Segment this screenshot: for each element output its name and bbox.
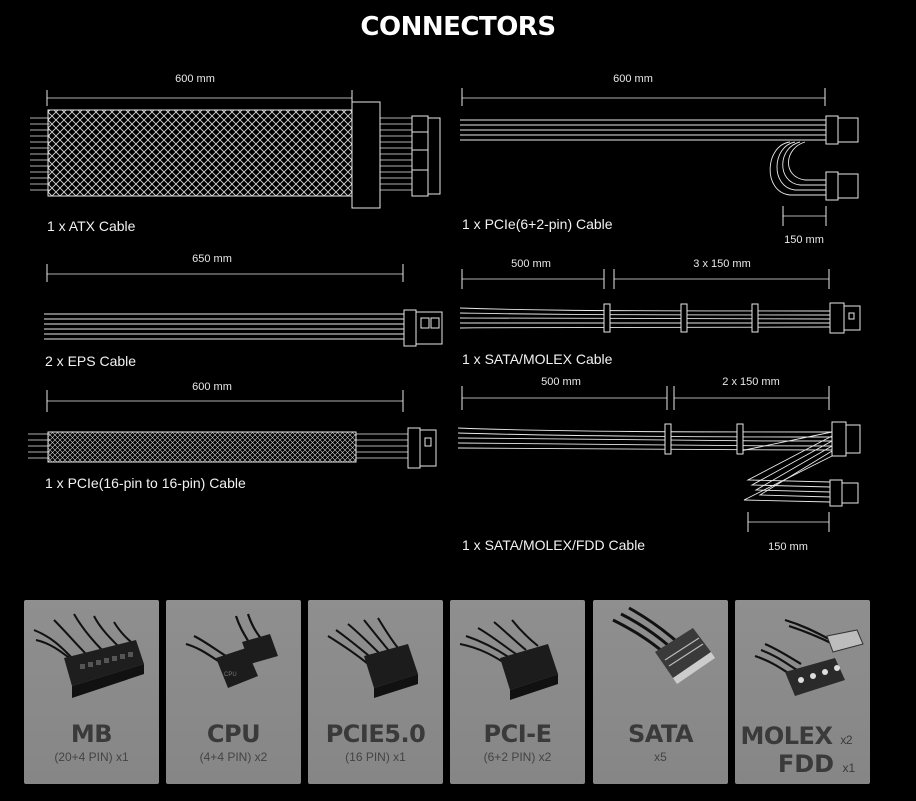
fdd-count: x1 <box>842 761 856 775</box>
sata-molex-fdd-extra-label: 2 x 150 mm <box>722 376 779 388</box>
cable-diagrams: 600 mm 650 mm 600 mm <box>28 73 861 553</box>
eps-cable-caption: 2 x EPS Cable <box>45 353 137 369</box>
connector-card-mb: MB (20+4 PIN) x1 <box>24 600 159 784</box>
pcie62-cable-caption: 1 x PCIe(6+2-pin) Cable <box>462 216 613 232</box>
fdd-label: FDD <box>777 750 835 778</box>
connector-detail: (6+2 PIN) x2 <box>483 750 552 764</box>
atx-length-label: 600 mm <box>175 73 215 85</box>
cpu-connector-icon: CPU <box>185 613 278 688</box>
svg-text:CPU: CPU <box>224 672 237 678</box>
connector-card-pcie5: PCIE5.0 (16 PIN) x1 <box>308 600 443 784</box>
connector-card-sata: SATA x5 <box>593 600 728 784</box>
connector-detail: (20+4 PIN) x1 <box>54 750 129 764</box>
connector-card-cpu: CPU CPU (4+4 PIN) x2 <box>166 600 301 784</box>
connector-card-pcie: PCI-E (6+2 PIN) x2 <box>450 600 585 784</box>
connector-name: PCIE5.0 <box>325 720 426 748</box>
connector-detail: (16 PIN) x1 <box>345 750 406 764</box>
atx-cable-caption: 1 x ATX Cable <box>47 218 136 234</box>
pcie62-cable-drawing <box>460 88 859 226</box>
molex-label: MOLEX <box>740 722 833 750</box>
molex-count: x2 <box>840 733 852 747</box>
pcie16-cable-drawing <box>28 390 437 469</box>
sata-molex-length-label: 500 mm <box>511 258 551 270</box>
pcie16-length-label: 600 mm <box>192 381 232 393</box>
connector-name: MOLEX x2 <box>735 722 870 750</box>
connector-detail: (4+4 PIN) x2 <box>199 750 268 764</box>
connector-name: SATA <box>627 720 694 748</box>
atx-cable-drawing <box>30 90 441 209</box>
sata-molex-cable-drawing <box>459 269 861 334</box>
sata-molex-fdd-length-label: 500 mm <box>541 376 581 388</box>
connector-detail: x5 <box>654 750 667 764</box>
sata-molex-fdd-cable-drawing <box>457 386 861 532</box>
connector-name: PCI-E <box>483 720 553 748</box>
sata-molex-extra-label: 3 x 150 mm <box>693 258 750 270</box>
pcie-connector-icon <box>459 619 558 700</box>
sata-connector-icon <box>612 606 715 684</box>
connector-name: MB <box>70 720 113 748</box>
page-title: CONNECTORS <box>360 12 556 42</box>
pcie62-length-label: 600 mm <box>613 73 653 85</box>
molex-connector-icon <box>754 618 864 696</box>
atx-connector-icon <box>33 613 144 698</box>
sata-molex-fdd-cable-caption: 1 x SATA/MOLEX/FDD Cable <box>462 537 646 553</box>
pcie62-extra-label: 150 mm <box>784 234 824 246</box>
sata-molex-fdd-extra2-label: 150 mm <box>768 541 808 553</box>
pcie5-connector-icon <box>327 617 418 698</box>
pcie16-cable-caption: 1 x PCIe(16-pin to 16-pin) Cable <box>45 475 246 491</box>
eps-length-label: 650 mm <box>192 253 232 265</box>
connector-card-molex-fdd: MOLEX x2 FDD x1 <box>735 600 870 784</box>
sata-molex-cable-caption: 1 x SATA/MOLEX Cable <box>462 351 613 367</box>
eps-cable-drawing <box>44 264 443 347</box>
fdd-line: FDD x1 <box>735 750 870 778</box>
connector-name: CPU <box>206 720 261 748</box>
